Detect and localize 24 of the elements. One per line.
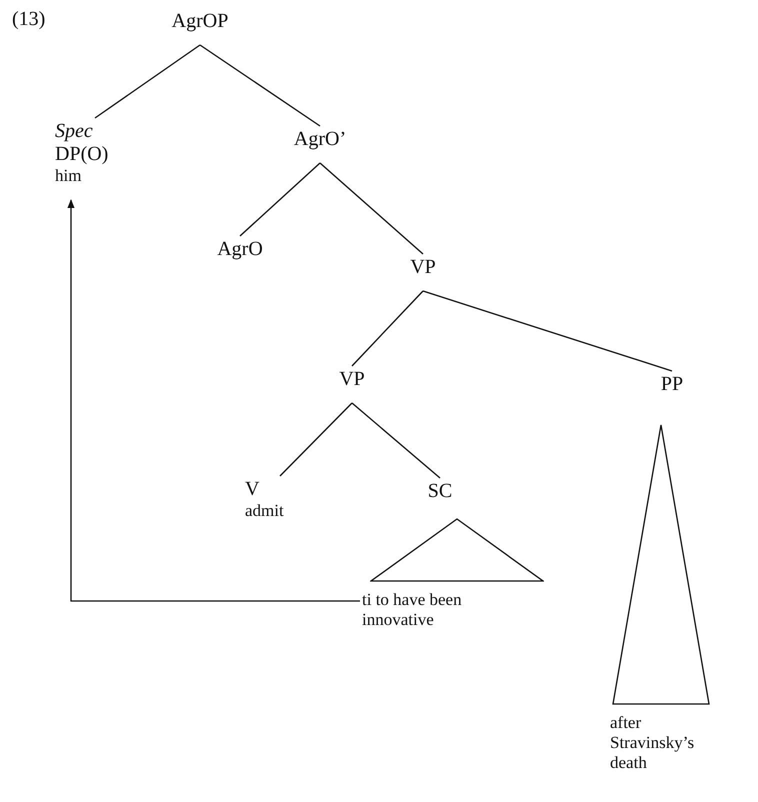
tree-branch (352, 402, 440, 478)
category-label: AgrO’ (294, 128, 346, 151)
tree-branch (200, 44, 320, 127)
tree-branch (280, 402, 352, 476)
tree-branch (422, 290, 672, 372)
terminal-string: after Stravinsky’s death (610, 713, 696, 773)
example-number: (13) (12, 8, 46, 31)
category-label: DP(O) (55, 143, 108, 166)
category-label: VP (410, 256, 436, 279)
tree-branch (94, 44, 200, 119)
tree-branch (240, 162, 320, 236)
category-label: VP (339, 368, 365, 391)
terminal-string: ti to have been innovative (362, 590, 463, 630)
movement-arrow (67, 199, 360, 602)
category-label: SC (428, 480, 452, 503)
word-label: admit (245, 501, 284, 521)
category-label: AgrOP (172, 10, 228, 33)
category-label: Spec (55, 120, 93, 143)
category-label: AgrO (217, 238, 263, 261)
category-label: V (245, 478, 260, 501)
tree-branch (320, 162, 424, 254)
word-label: him (55, 166, 82, 186)
category-label: PP (660, 373, 684, 396)
tree-branch (352, 290, 424, 366)
